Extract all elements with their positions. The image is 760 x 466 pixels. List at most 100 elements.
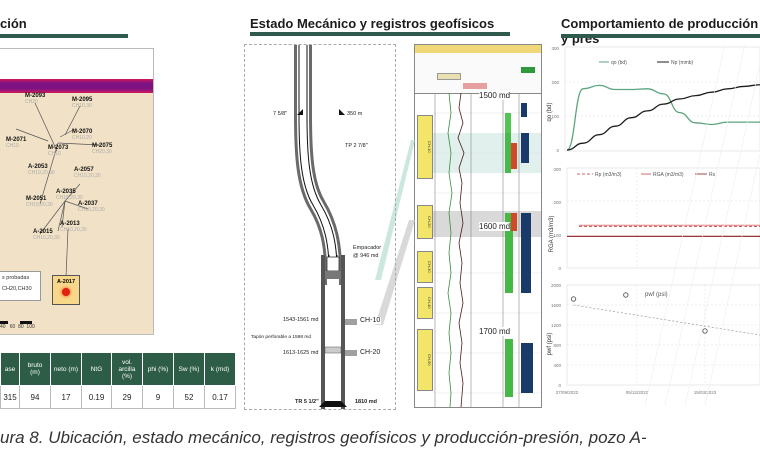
location-title-bar (0, 34, 128, 38)
table-cell: 0.17 (204, 385, 236, 409)
depth-mark: 1700 md (479, 327, 511, 336)
table-header: k (md) (204, 352, 236, 386)
prod-ylabel: qo (bd) (547, 102, 553, 121)
gas-ylabel: RGA (m3/m3) (549, 216, 555, 253)
table-row: 315 94 17 0.19 29 9 52 0.17 (0, 385, 236, 409)
production-pressure-charts: qo (bd) 300 200 100 0 qo (bd) Np (mmb) R… (545, 43, 760, 407)
table-cell: 29 (111, 385, 143, 409)
log-tracks (433, 93, 541, 407)
packer-depth-label: @ 946 md (353, 253, 379, 259)
table-header: vol. arcilla (%) (111, 352, 143, 386)
press-xtick: 05/12/2022 (626, 390, 649, 395)
mech-title: Estado Mecánico y registros geofísicos (250, 16, 495, 31)
depth-mark: 1500 md (479, 91, 511, 100)
prod-title-bar (561, 34, 760, 38)
log-zone: CH-30 (417, 251, 433, 283)
legend-rga: RGA (m3/m3) (653, 172, 684, 178)
log-zone: CH-20 (417, 205, 433, 239)
target-well-dot (62, 288, 70, 296)
pwf-trend-line (573, 304, 760, 336)
prod-title: Comportamiento de producción y pres (561, 16, 759, 46)
gas-ytick: 0 (558, 266, 561, 271)
gas-ratio-chart: RGA (m3/m3) 300 200 100 0 Rp (m3/m3) RGA… (549, 167, 760, 271)
table-header-row: ase bruto (m) neto (m) NtG vol. arcilla … (0, 352, 236, 386)
pwf-data-point (702, 328, 708, 334)
mechanical-state-diagram: 7 5/8" 350 m TP 2 7/8" Empacador @ 946 m… (244, 44, 396, 410)
pressure-chart: pwf (psi) 2000 1600 1200 800 400 0 27/09… (547, 283, 760, 395)
perforation-zone-2: CH-20 (359, 349, 382, 356)
gas-ytick: 200 (553, 200, 561, 205)
table-header: NtG (81, 352, 112, 386)
table-header: phi (%) (142, 352, 174, 386)
log-zone: CH-10 (417, 115, 433, 179)
wellbore-schematic (294, 45, 357, 409)
np-series-line (566, 84, 760, 151)
log-track-headers (415, 53, 541, 94)
packer-label: Empacador (353, 245, 382, 251)
prod-ytick: 300 (551, 46, 559, 51)
location-title: ción (0, 16, 27, 31)
pwf-data-point (570, 296, 577, 302)
figure-caption: ura 8. Ubicación, estado mecánico, regis… (0, 428, 647, 447)
liner-label: TR 5 1/2" (295, 399, 319, 405)
map-connectors (15, 102, 101, 278)
liner-depth-label: 1810 md (355, 399, 378, 405)
charts-svg: qo (bd) 300 200 100 0 qo (bd) Np (mmb) R… (547, 43, 760, 407)
map-scale: 40 60 80 100 (0, 321, 60, 330)
well-log-panel: 1500 md 1600 md 1700 md CH-10 CH-20 CH-3… (414, 44, 542, 408)
map-legend: s probadas CH20,CH30 (0, 271, 41, 301)
properties-table: ase bruto (m) neto (m) NtG vol. arcilla … (0, 352, 236, 409)
watermark-stripes (644, 43, 760, 407)
perforation-interval-1: 1543-1561 md (283, 317, 319, 323)
pwf-data-point (623, 292, 629, 298)
gas-ytick: 300 (553, 167, 561, 172)
press-ytick: 400 (553, 363, 561, 368)
table-cell: 17 (50, 385, 82, 409)
casing-label: 7 5/8" (273, 111, 288, 117)
legend-qo: qo (bd) (611, 60, 627, 66)
legend-rp: Rp (m3/m3) (595, 172, 622, 178)
press-ytick: 2000 (551, 283, 562, 288)
press-ytick: 1600 (551, 303, 562, 308)
log-zone: CH-50 (417, 329, 433, 391)
perforation-zone-1: CH-10 (359, 317, 382, 324)
press-xtick: 15/03/2023 (694, 390, 717, 395)
table-cell: 9 (142, 385, 174, 409)
mech-title-bar (250, 32, 510, 36)
press-legend: pwf (psi) (645, 292, 668, 298)
qo-series-line (566, 84, 760, 151)
press-xtick: 27/09/2022 (556, 390, 579, 395)
tubing-label: TP 2 7/8" (345, 143, 368, 149)
prod-ytick: 200 (551, 80, 559, 85)
prod-ytick: 100 (551, 114, 559, 119)
press-ylabel: pwf (psi) (547, 333, 553, 356)
table-cell: 52 (173, 385, 205, 409)
prod-ytick: 0 (556, 148, 559, 153)
production-chart: qo (bd) 300 200 100 0 qo (bd) Np (mmb) (547, 46, 760, 153)
depth-mark: 1600 md (479, 222, 511, 231)
legend-rs: Rs (709, 172, 716, 178)
table-header: Sw (%) (173, 352, 205, 386)
table-cell: 315 (0, 385, 20, 409)
legend-np: Np (mmb) (671, 60, 694, 66)
table-cell: 0.19 (81, 385, 112, 409)
plug-label: Tapón perforable a 1598 md (251, 335, 312, 340)
log-zone: CH-40 (417, 287, 433, 319)
table-header: ase (0, 352, 20, 386)
press-ytick: 0 (558, 383, 561, 388)
table-header: neto (m) (50, 352, 82, 386)
